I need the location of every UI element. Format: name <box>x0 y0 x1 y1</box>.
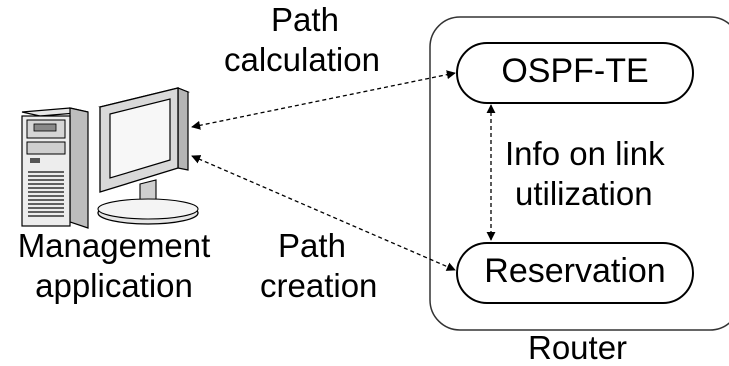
path-creation-label-line1: Path <box>278 227 346 264</box>
path-calculation-label-line2: calculation <box>224 41 380 78</box>
reservation-label: Reservation <box>484 252 666 290</box>
management-label-line1: Management <box>17 227 211 264</box>
reservation-box <box>456 242 694 304</box>
info-label-line2: utilization <box>515 175 653 212</box>
server-tower-icon <box>21 107 89 229</box>
info-label-line1: Info on link <box>505 135 665 172</box>
path-creation-arrow <box>191 155 456 271</box>
monitor-icon <box>97 87 199 225</box>
router-label: Router <box>528 329 628 366</box>
path-creation-label-line2: creation <box>260 267 378 304</box>
path-calculation-label-line1: Path <box>271 1 339 38</box>
ospf-te-box <box>456 42 694 104</box>
path-calculation-arrow <box>191 70 456 130</box>
management-label-line2: application <box>35 267 193 304</box>
ospf-te-label: OSPF-TE <box>501 52 649 90</box>
